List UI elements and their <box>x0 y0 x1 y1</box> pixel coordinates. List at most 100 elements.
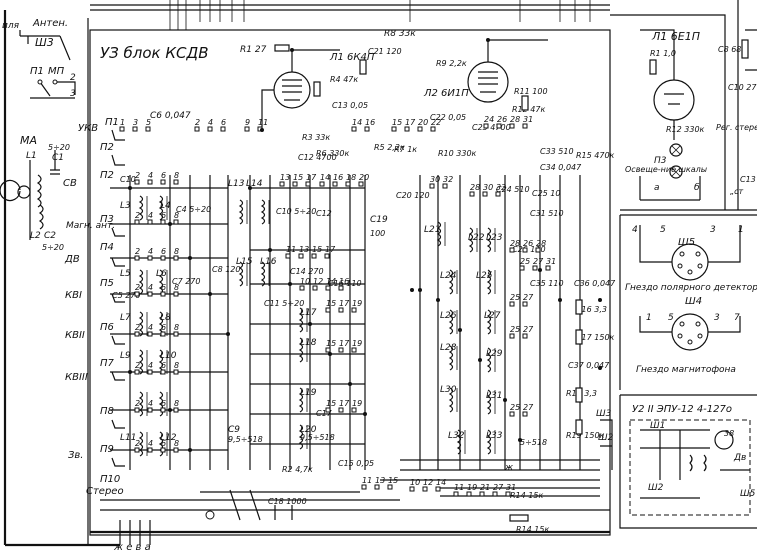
svg-text:10: 10 <box>300 277 310 286</box>
p1-label: П1 <box>30 66 44 77</box>
c9-value: 9,5÷518 <box>228 435 263 444</box>
svg-text:26: 26 <box>497 115 507 124</box>
svg-text:20: 20 <box>359 173 369 182</box>
l3-label: L3 <box>120 201 131 211</box>
p6-switch: П6 <box>100 322 114 333</box>
c17-value: 9,5÷518 <box>300 433 335 442</box>
r2-label: R2 4,7к <box>282 465 313 474</box>
c7-label: C7 270 <box>172 277 201 286</box>
svg-text:4: 4 <box>148 211 153 220</box>
svg-text:8: 8 <box>174 247 179 256</box>
svg-text:15: 15 <box>293 173 303 182</box>
l18-label: L18 <box>300 338 317 348</box>
ma-label: МА <box>20 134 37 147</box>
svg-text:5: 5 <box>146 118 151 127</box>
c23-label: C23 4700 <box>472 123 511 132</box>
svg-text:17: 17 <box>306 173 317 182</box>
r1-label: R1 27 <box>240 45 267 55</box>
r1-lamp3: R1 1,0 <box>650 49 676 58</box>
dv-motor-label: Дв <box>733 453 746 463</box>
svg-text:6: 6 <box>161 283 166 292</box>
svg-text:15: 15 <box>392 118 402 127</box>
c18-label: C18 1000 <box>268 497 307 506</box>
svg-text:8: 8 <box>174 283 179 292</box>
band-labels: УКВ СВ Магн. ант. ДВ КВI КВII КВIII Зв. … <box>63 123 151 553</box>
svg-text:6: 6 <box>221 118 226 127</box>
p10-label: П10 <box>100 474 120 485</box>
c6-label: C6 0,047 <box>150 111 191 121</box>
svg-text:28: 28 <box>510 239 520 248</box>
c11-label: C11 5÷20 <box>264 299 304 308</box>
p4-switch: П4 <box>100 242 114 253</box>
r12-lamp3: R12 330к <box>666 125 705 134</box>
c31-label: C31 510 <box>530 209 564 218</box>
svg-text:32: 32 <box>496 183 506 192</box>
svg-text:19: 19 <box>352 399 362 408</box>
p9-switch: П9 <box>100 444 114 455</box>
svg-text:12: 12 <box>313 277 323 286</box>
p2b-switch: П2 <box>100 170 114 181</box>
svg-text:30: 30 <box>430 175 440 184</box>
right-jack-area: Ш3 Ш2 <box>596 409 614 470</box>
sh4-pin7: 7 <box>734 313 740 323</box>
lamp-l1: Л1 6К4П R1 27 R8 33к R4 47к C13 0,05 R3 … <box>240 29 417 162</box>
svg-text:10: 10 <box>410 478 420 487</box>
c10-label: C10 5÷20 <box>276 207 316 216</box>
svg-text:2: 2 <box>135 361 140 370</box>
r6-label: R6 330к <box>316 149 349 158</box>
svg-text:27: 27 <box>523 325 534 334</box>
socket-detector: Гнездо полярного детектора <box>625 283 757 293</box>
svg-text:11: 11 <box>454 483 464 492</box>
c36-label: C36 0,047 <box>574 279 616 288</box>
sh4-pin5: 5 <box>668 313 674 323</box>
svg-text:17: 17 <box>339 339 350 348</box>
svg-text:2: 2 <box>135 323 140 332</box>
svg-text:17: 17 <box>405 118 416 127</box>
p2-switch: П2 <box>100 142 114 153</box>
svg-text:14: 14 <box>320 173 330 182</box>
bottom-letters: ж е в а <box>113 542 151 553</box>
svg-text:4: 4 <box>148 283 153 292</box>
osv-label: Освеще-ние шкалы <box>625 165 707 174</box>
svg-text:4: 4 <box>208 118 213 127</box>
c25-label: C25 10 <box>532 189 561 198</box>
block-title: УЗ блок КСДВ <box>100 44 209 62</box>
svg-text:27: 27 <box>523 403 534 412</box>
l29-label: L29 <box>486 349 503 359</box>
c8-68: C8 68 <box>718 45 741 54</box>
svg-text:19: 19 <box>352 339 362 348</box>
r11-label: R11 100 <box>514 87 548 96</box>
c13-label: C13 0,05 <box>332 101 368 110</box>
c12-value: C12 4700 <box>298 153 337 162</box>
c22-label: C22 0,05 <box>430 113 466 122</box>
kv1-label: КВI <box>65 290 82 301</box>
r7-label: R7 1к <box>394 145 417 154</box>
svg-text:15: 15 <box>326 299 336 308</box>
l33-label: L33 <box>486 431 503 441</box>
c8-label: C8 120 <box>212 265 241 274</box>
c2-label: C2 <box>44 231 56 241</box>
term-2: 2 <box>70 73 76 83</box>
svg-text:26: 26 <box>523 239 533 248</box>
svg-text:15: 15 <box>312 245 322 254</box>
svg-text:6: 6 <box>161 211 166 220</box>
l17-label: L17 <box>300 308 317 318</box>
p1-switch: П1 <box>105 117 119 128</box>
sh2-label: Ш2 <box>648 483 664 493</box>
svg-text:16: 16 <box>333 173 343 182</box>
sh5-pin1: 1 <box>738 225 744 235</box>
c5-label: C5 270 <box>112 291 141 300</box>
bottom-wiring <box>100 459 610 521</box>
l5-label: L5 <box>120 269 131 279</box>
l4-label: L4 <box>160 201 171 211</box>
magn-ant-label: Магн. ант. <box>66 221 115 231</box>
epu-block: У2 II ЭПУ-12 4-127о Ш1 Ш2 Ш5 Дв 38 <box>629 404 756 516</box>
switch-rows: П1 П2 П2 П3 П4 П5 П6 П7 П8 П9 <box>100 117 125 467</box>
sh5-label: Ш5 <box>678 237 695 248</box>
svg-text:6: 6 <box>161 361 166 370</box>
svg-text:21: 21 <box>480 483 490 492</box>
antenna-label: Антен. <box>32 18 68 29</box>
svg-text:18: 18 <box>346 173 356 182</box>
